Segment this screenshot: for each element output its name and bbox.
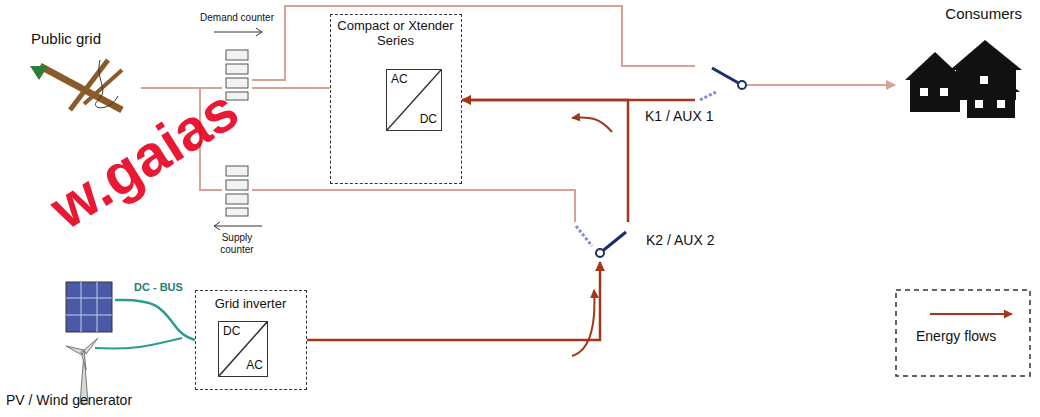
legend-box — [896, 290, 1030, 376]
grid-pole — [30, 60, 122, 110]
node-label: Grid inverter — [215, 297, 287, 312]
connector — [462, 100, 628, 222]
dc-bus-branch — [95, 338, 182, 348]
bus-label: DC - BUS — [132, 281, 185, 294]
node-label: K1 / AUX 1 — [645, 108, 713, 124]
generator-node: PV / Wind generator — [50, 270, 130, 392]
node-label: AC — [246, 359, 263, 373]
node-label: Supply counter — [213, 232, 261, 255]
connector — [307, 262, 600, 340]
connector — [252, 87, 330, 89]
flow-arrow — [572, 117, 612, 132]
switch-symbol — [576, 68, 746, 257]
dc-ac-box: DC AC — [218, 321, 268, 377]
node-label: AC — [391, 73, 408, 87]
counter-arrow — [214, 28, 262, 36]
connector — [252, 190, 575, 222]
inverter-housing: Grid inverterDC AC — [195, 290, 307, 390]
consumers-node: Consumers — [895, 38, 1030, 120]
node-label: K2 / AUX 2 — [646, 232, 714, 248]
legend-sample — [930, 313, 1012, 315]
legend-text: Energy flows — [916, 328, 996, 344]
flow-arrow — [572, 290, 594, 356]
grid-node: Public grid — [15, 28, 145, 118]
node-label: DC — [420, 113, 437, 127]
pv-panel — [66, 282, 112, 332]
ac-dc-box: AC DC — [386, 69, 442, 131]
node-label: PV / Wind generator — [6, 392, 132, 408]
converter-housing: Compact or Xtender SeriesAC DC — [330, 14, 462, 184]
switch-k2: K2 / AUX 2 — [570, 222, 640, 262]
watermark: w.gaias — [38, 75, 249, 242]
node-label: Demand counter — [200, 12, 274, 24]
connector — [115, 300, 195, 340]
supply-counter: Supply counter — [222, 160, 252, 222]
counter-arrow — [214, 222, 262, 230]
node-label: Consumers — [945, 5, 1022, 22]
node-label: DC — [223, 325, 240, 339]
connector — [747, 84, 895, 86]
switch-k1: K1 / AUX 1 — [695, 62, 747, 104]
connector — [252, 6, 695, 80]
node-label: Compact or Xtender Series — [337, 19, 455, 49]
houses-icon — [905, 40, 1022, 118]
node-label: Public grid — [31, 30, 101, 47]
